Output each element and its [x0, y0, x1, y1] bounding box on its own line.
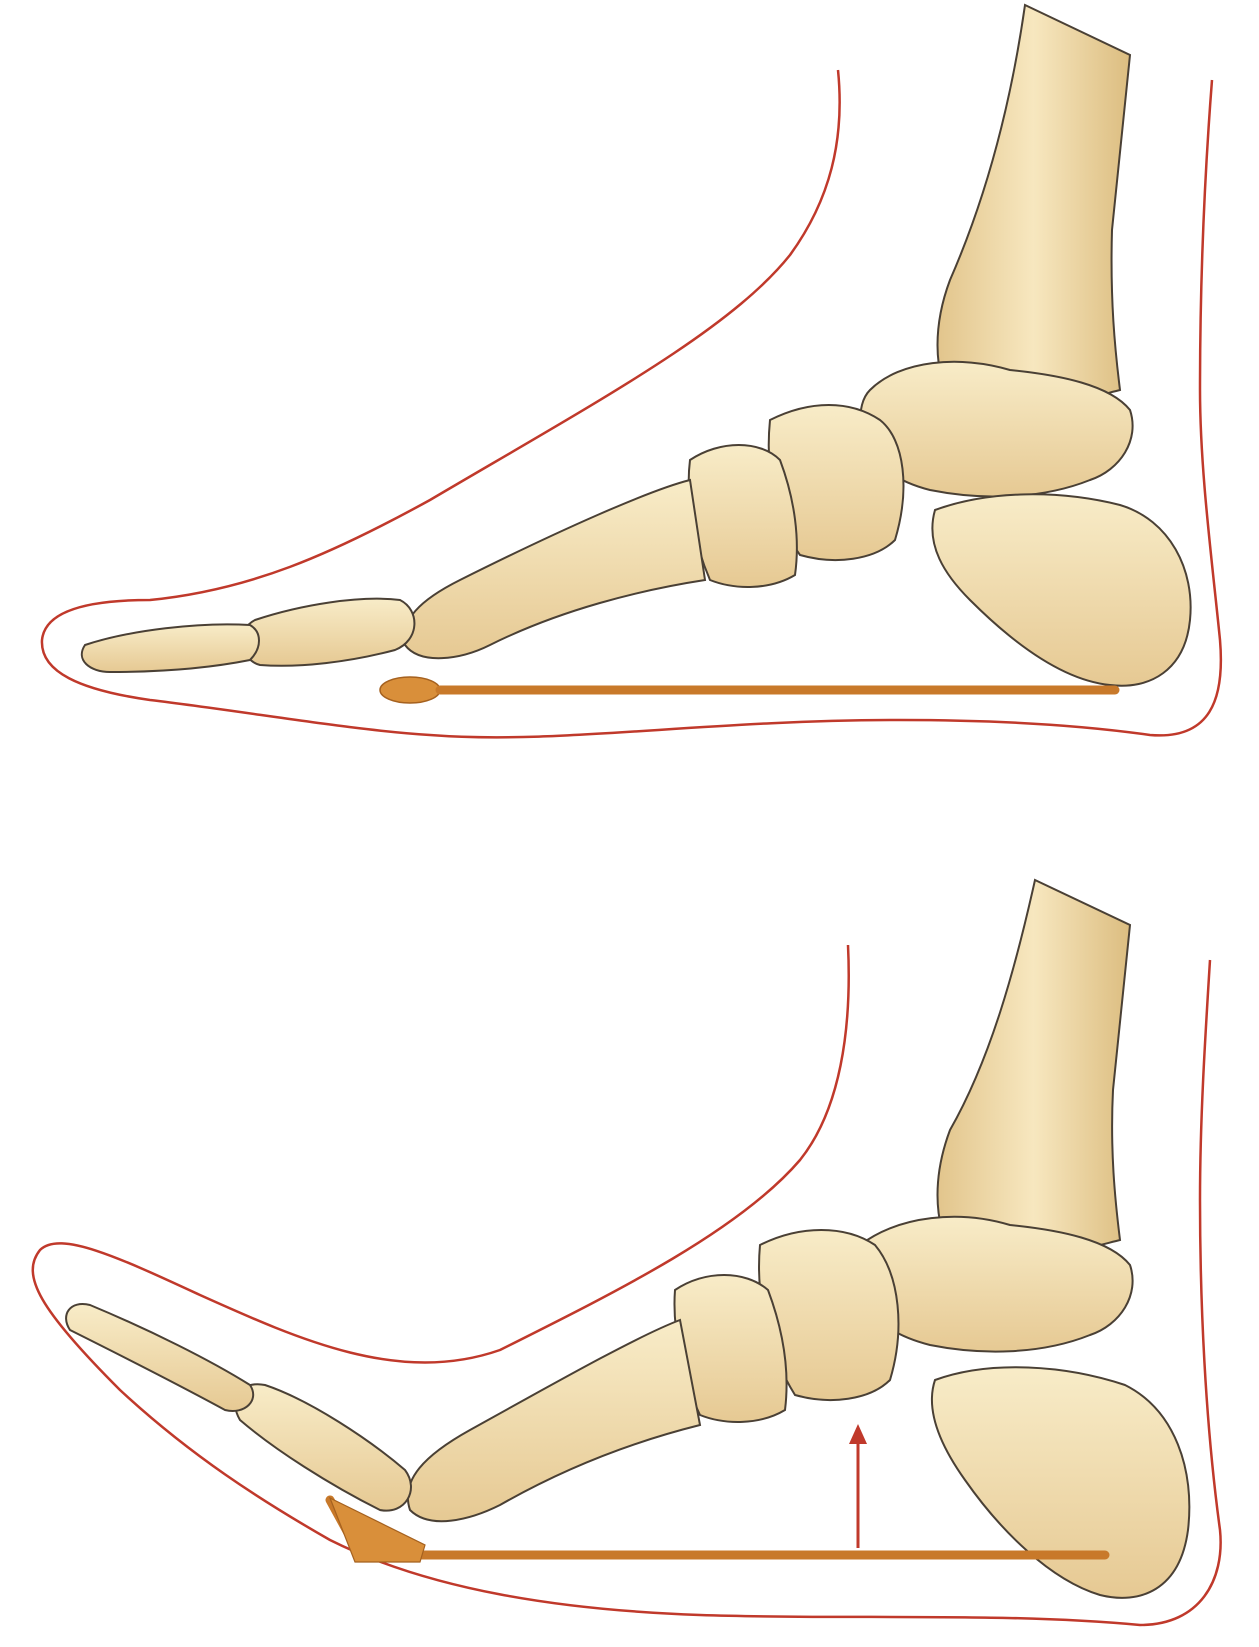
top-tibia-bone	[938, 5, 1131, 413]
top-cuneiform-bone	[689, 445, 797, 587]
bottom-distal-phalanx	[66, 1304, 253, 1411]
top-panel	[42, 5, 1221, 737]
top-proximal-phalanx	[242, 599, 414, 666]
top-sesamoid	[380, 677, 440, 703]
top-distal-phalanx	[82, 624, 259, 672]
bottom-proximal-phalanx	[235, 1384, 411, 1510]
arch-raise-arrow	[849, 1424, 867, 1548]
top-calcaneus-bone	[932, 494, 1190, 685]
bottom-metatarsal-bone	[408, 1320, 700, 1521]
top-metatarsal-bone	[404, 480, 705, 658]
bottom-tibia-bone	[938, 880, 1131, 1263]
bottom-calcaneus-bone	[932, 1367, 1189, 1598]
bottom-panel	[33, 880, 1221, 1625]
